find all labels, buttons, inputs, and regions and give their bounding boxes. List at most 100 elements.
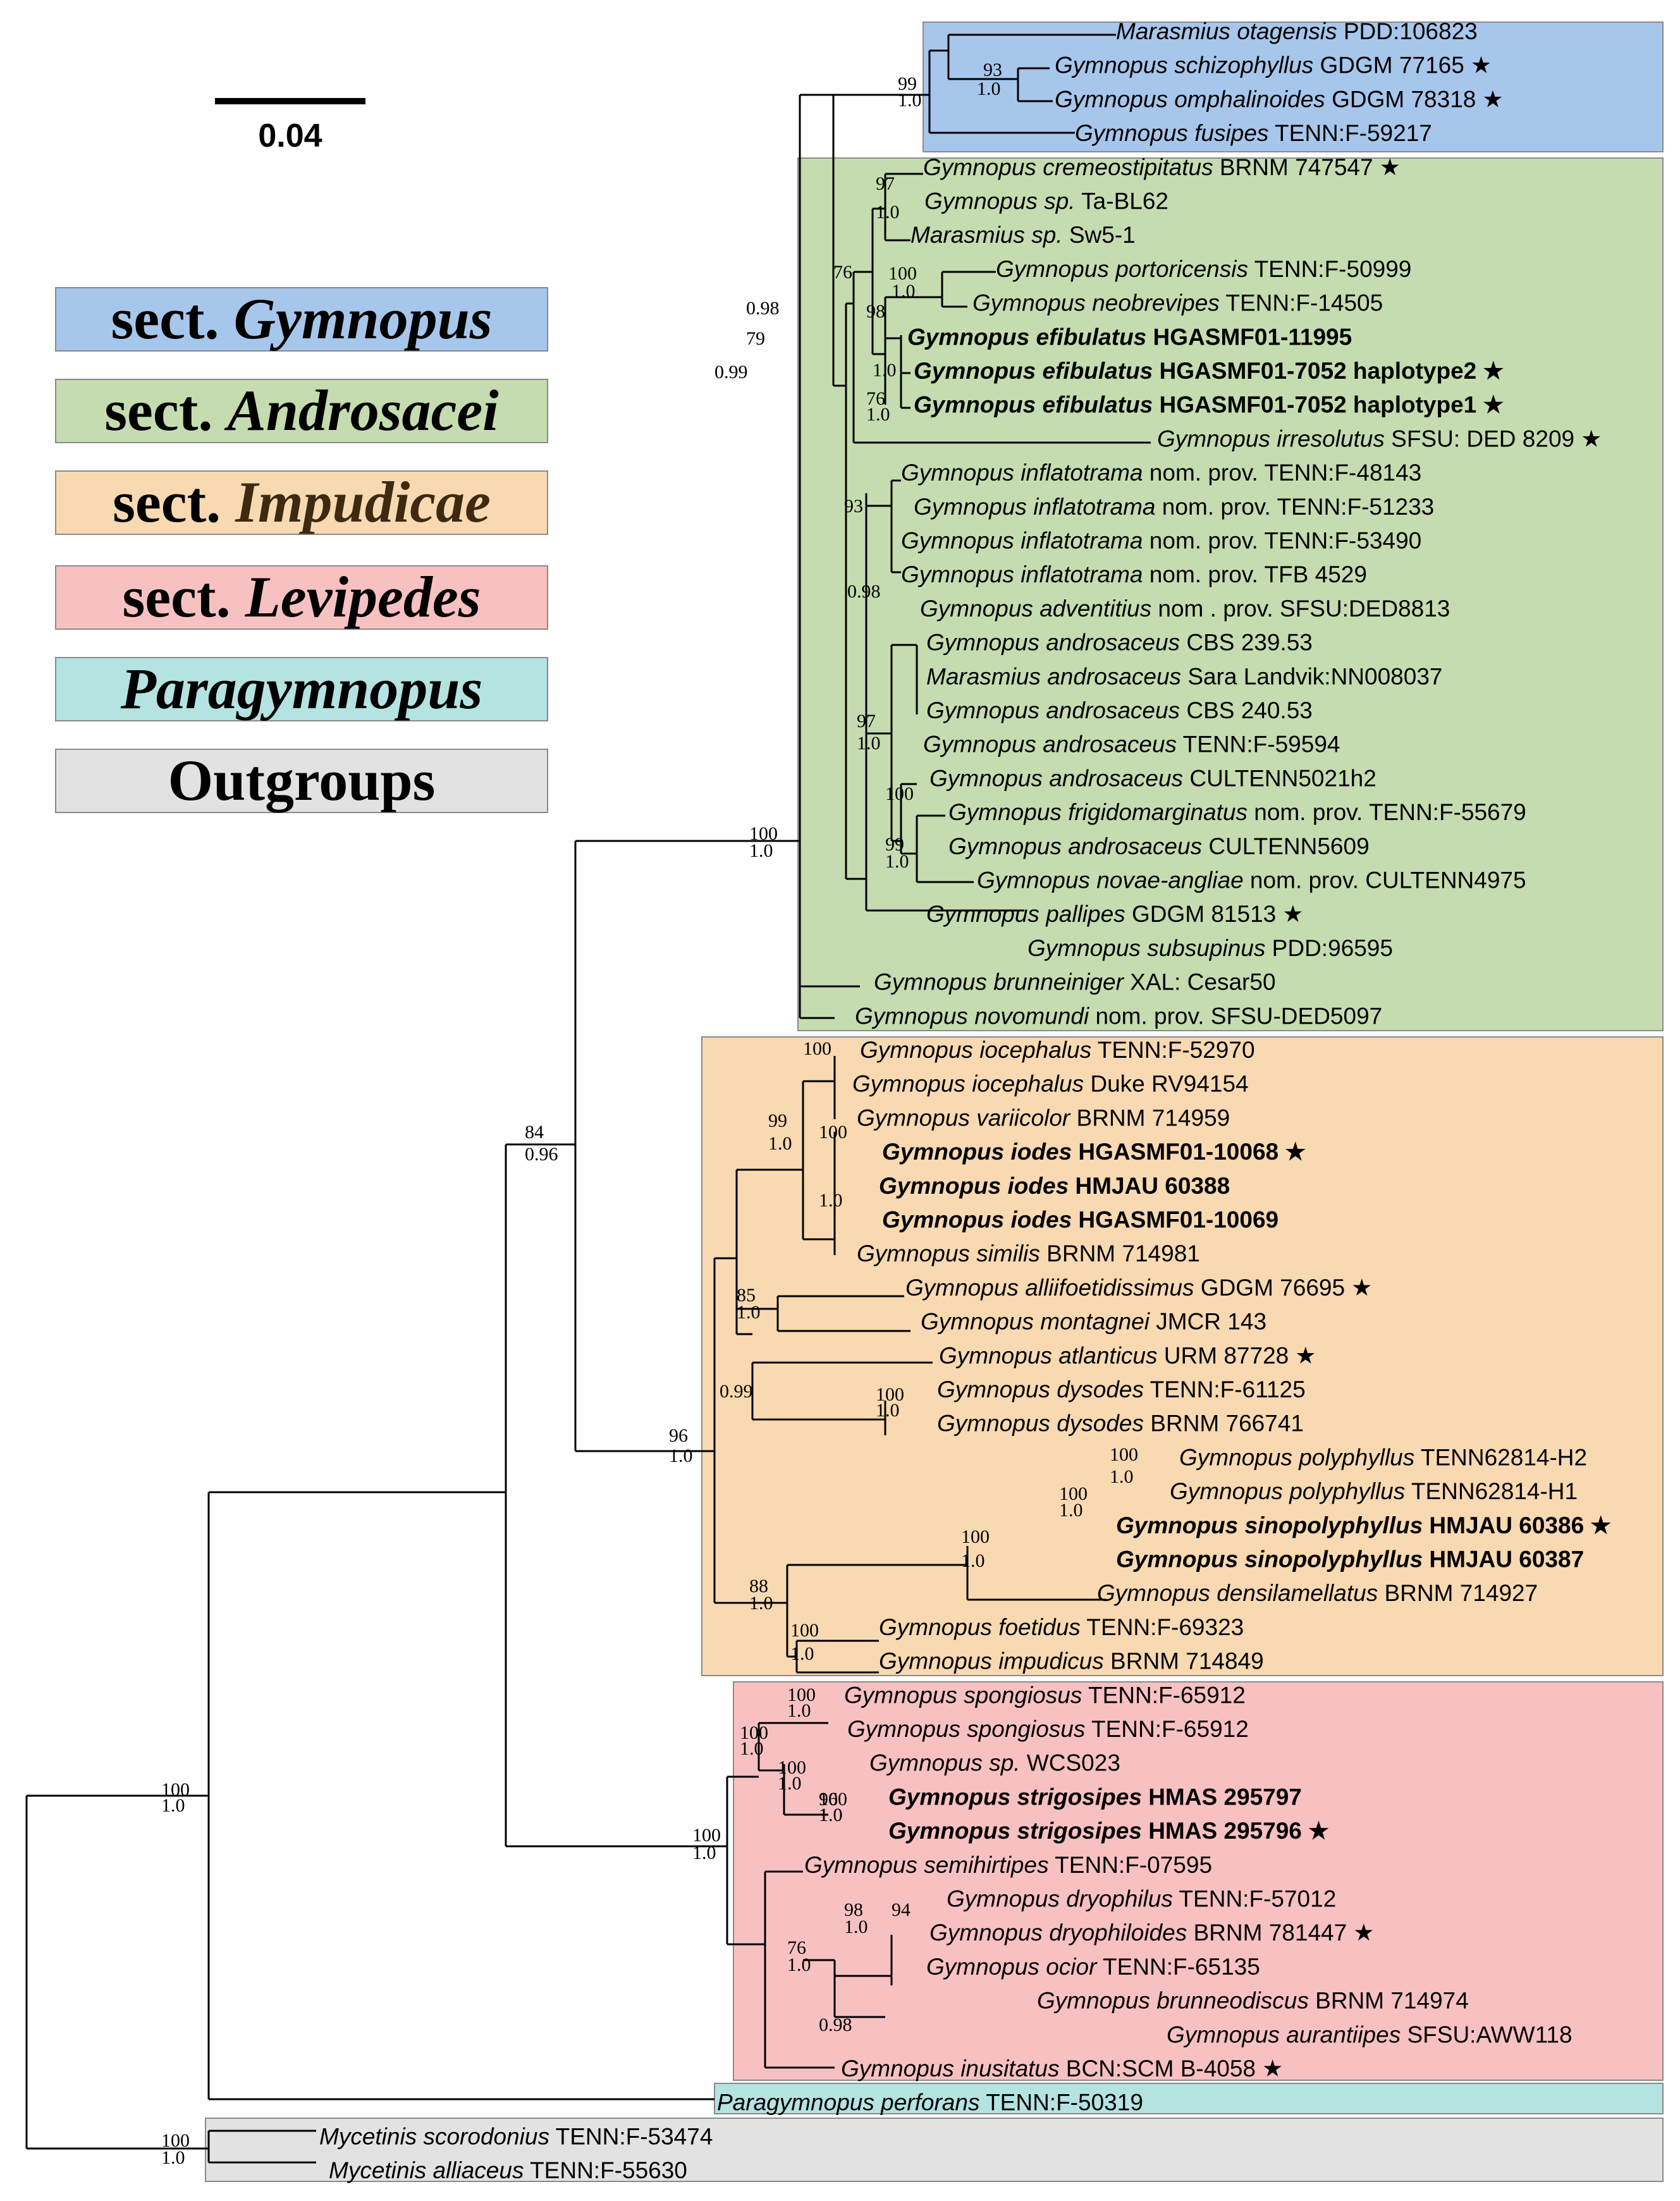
legend-prefix: sect. xyxy=(113,470,235,534)
legend-swatch xyxy=(55,470,548,535)
support-value: 1.0 xyxy=(977,78,1001,99)
taxon-name: Gymnopus adventitius xyxy=(920,596,1151,622)
taxon-voucher: TENN:F-50999 xyxy=(1248,256,1411,282)
taxon-voucher: HMJAU 60387 xyxy=(1423,1547,1584,1573)
support-value: 1.0 xyxy=(749,1593,773,1614)
support-value: 1.0 xyxy=(892,281,916,302)
scale-bar: 0.04 xyxy=(215,98,365,154)
taxon-voucher: Sw5-1 xyxy=(1063,222,1136,248)
taxon-name: Gymnopus sinopolyphyllus xyxy=(1116,1547,1423,1573)
taxon-label: Gymnopus dryophilus TENN:F-57012 xyxy=(947,1886,1336,1912)
taxon-label: Gymnopus fusipes TENN:F-59217 xyxy=(1075,120,1432,146)
taxon-label: Mycetinis scorodonius TENN:F-53474 xyxy=(319,2123,713,2149)
support-value: 1.0 xyxy=(898,90,922,111)
taxon-label: Gymnopus pallipes GDGM 81513★ xyxy=(926,901,1303,927)
support-value: 1.0 xyxy=(873,360,897,381)
star-icon: ★ xyxy=(1262,2056,1283,2081)
taxon-label: Gymnopus dysodes TENN:F-61125 xyxy=(937,1376,1306,1402)
taxon-voucher: BRNM 781447 xyxy=(1187,1920,1347,1946)
taxon-label: Gymnopus novomundi nom. prov. SFSU-DED50… xyxy=(855,1003,1382,1029)
taxon-name: Gymnopus inflatotrama xyxy=(901,528,1143,554)
taxon-label: Paragymnopus perforans TENN:F-50319 xyxy=(717,2090,1143,2116)
taxon-voucher: nom. prov. TENN:F-55679 xyxy=(1248,799,1526,825)
support-value: 100 xyxy=(749,823,778,844)
support-value: 100 xyxy=(961,1526,990,1547)
taxon-label: Gymnopus strigosipes HMAS 295797 xyxy=(888,1784,1302,1810)
taxon-voucher: TENN62814-H2 xyxy=(1414,1444,1587,1470)
taxon-name: Gymnopus iodes xyxy=(882,1207,1072,1233)
support-value: 1.0 xyxy=(749,840,773,861)
legend-name: Outgroups xyxy=(168,748,436,812)
taxon-name: Gymnopus efibulatus xyxy=(914,392,1153,418)
taxon-name: Gymnopus pallipes xyxy=(926,901,1125,927)
taxon-label: Gymnopus montagnei JMCR 143 xyxy=(921,1309,1266,1335)
tree-branches xyxy=(25,34,1151,2164)
taxon-name: Gymnopus inflatotrama xyxy=(901,561,1143,587)
taxon-voucher: PDD:96595 xyxy=(1265,935,1393,961)
taxon-name: Gymnopus strigosipes xyxy=(888,1784,1142,1810)
taxon-name: Gymnopus androsaceus xyxy=(929,765,1183,791)
taxon-name: Gymnopus portoricensis xyxy=(996,256,1248,282)
legend-name: Levipedes xyxy=(245,565,481,629)
taxon-name: Gymnopus impudicus xyxy=(879,1648,1104,1674)
taxon-label: Gymnopus cremeostipitatus BRNM 747547★ xyxy=(923,154,1401,180)
branch-outgroups xyxy=(207,2130,316,2164)
star-icon: ★ xyxy=(1308,1818,1329,1844)
taxon-voucher: SFSU: DED 8209 xyxy=(1385,426,1574,451)
taxon-voucher: HGASMF01-7052 haplotype1 xyxy=(1153,392,1476,418)
taxon-label: Gymnopus efibulatus HGASMF01-11995 xyxy=(907,324,1352,350)
support-value: 96 xyxy=(669,1425,688,1446)
taxon-label: Gymnopus polyphyllus TENN62814-H2 xyxy=(1179,1444,1587,1470)
support-value: 1.0 xyxy=(787,1954,811,1975)
support-value: 1.0 xyxy=(787,1700,811,1721)
taxon-name: Gymnopus similis xyxy=(857,1241,1040,1266)
taxon-label: Gymnopus impudicus BRNM 714849 xyxy=(879,1648,1264,1674)
clade-box-outgroups xyxy=(205,2118,1664,2182)
taxon-voucher: GDGM 76695 xyxy=(1194,1275,1346,1301)
star-icon: ★ xyxy=(1285,1139,1306,1165)
scale-bar-label: 0.04 xyxy=(258,118,322,154)
legend-item-levipedes: sect. Levipedes xyxy=(55,565,548,630)
taxon-label: Gymnopus androsaceus CBS 239.53 xyxy=(926,630,1313,656)
taxon-voucher: TENN62814-H1 xyxy=(1405,1478,1578,1504)
legend-name: Paragymnopus xyxy=(120,656,483,721)
taxon-label: Gymnopus neobrevipes TENN:F-14505 xyxy=(972,290,1383,316)
taxon-name: Gymnopus densilamellatus xyxy=(1097,1580,1378,1606)
taxon-name: Gymnopus sinopolyphyllus xyxy=(1116,1512,1423,1538)
taxon-label: Gymnopus irresolutus SFSU: DED 8209★ xyxy=(1157,426,1602,451)
legend-swatch xyxy=(55,749,548,813)
taxon-name: Gymnopus variicolor xyxy=(857,1105,1071,1131)
taxon-name: Gymnopus iodes xyxy=(882,1139,1072,1165)
taxon-voucher: GDGM 78318 xyxy=(1325,86,1476,112)
branch-root xyxy=(25,1794,209,2150)
support-value: 93 xyxy=(844,496,863,517)
star-icon: ★ xyxy=(1295,1342,1316,1368)
taxon-name: Gymnopus frigidomarginatus xyxy=(948,799,1248,825)
taxon-voucher: TENN:F-59594 xyxy=(1177,732,1340,757)
taxon-label: Gymnopus sp. Ta-BL62 xyxy=(924,188,1168,214)
taxon-name: Gymnopus iocephalus xyxy=(852,1071,1084,1097)
taxon-voucher: GDGM 81513 xyxy=(1125,901,1277,927)
legend-label: sect. Androsacei xyxy=(104,378,499,443)
support-value: 97 xyxy=(876,173,895,194)
taxon-label: Gymnopus inusitatus BCN:SCM B-4058★ xyxy=(841,2056,1283,2081)
legend-name: Impudicae xyxy=(235,470,491,534)
taxon-name: Gymnopus inusitatus xyxy=(841,2056,1060,2081)
taxon-name: Paragymnopus perforans xyxy=(717,2090,979,2116)
taxon-name: Gymnopus novomundi xyxy=(855,1003,1090,1029)
support-value: 98 xyxy=(866,301,885,322)
legend-item-outgroups: Outgroups xyxy=(55,748,548,813)
support-value: 100 xyxy=(1059,1483,1088,1504)
support-value: 79 xyxy=(746,328,765,349)
legend-item-androsacei: sect. Androsacei xyxy=(55,378,548,443)
clade-box-androsacei xyxy=(797,157,1664,1031)
taxon-name: Gymnopus omphalinoides xyxy=(1055,86,1325,112)
taxon-voucher: CULTENN5021h2 xyxy=(1183,765,1376,791)
taxon-label: Gymnopus foetidus TENN:F-69323 xyxy=(879,1614,1244,1640)
legend-label: sect. Levipedes xyxy=(122,565,481,629)
taxon-voucher: Ta-BL62 xyxy=(1076,188,1168,214)
taxon-name: Gymnopus montagnei xyxy=(921,1309,1151,1335)
taxon-label: Gymnopus sinopolyphyllus HMJAU 60386★ xyxy=(1116,1512,1611,1538)
support-value: 100 xyxy=(819,1789,847,1810)
